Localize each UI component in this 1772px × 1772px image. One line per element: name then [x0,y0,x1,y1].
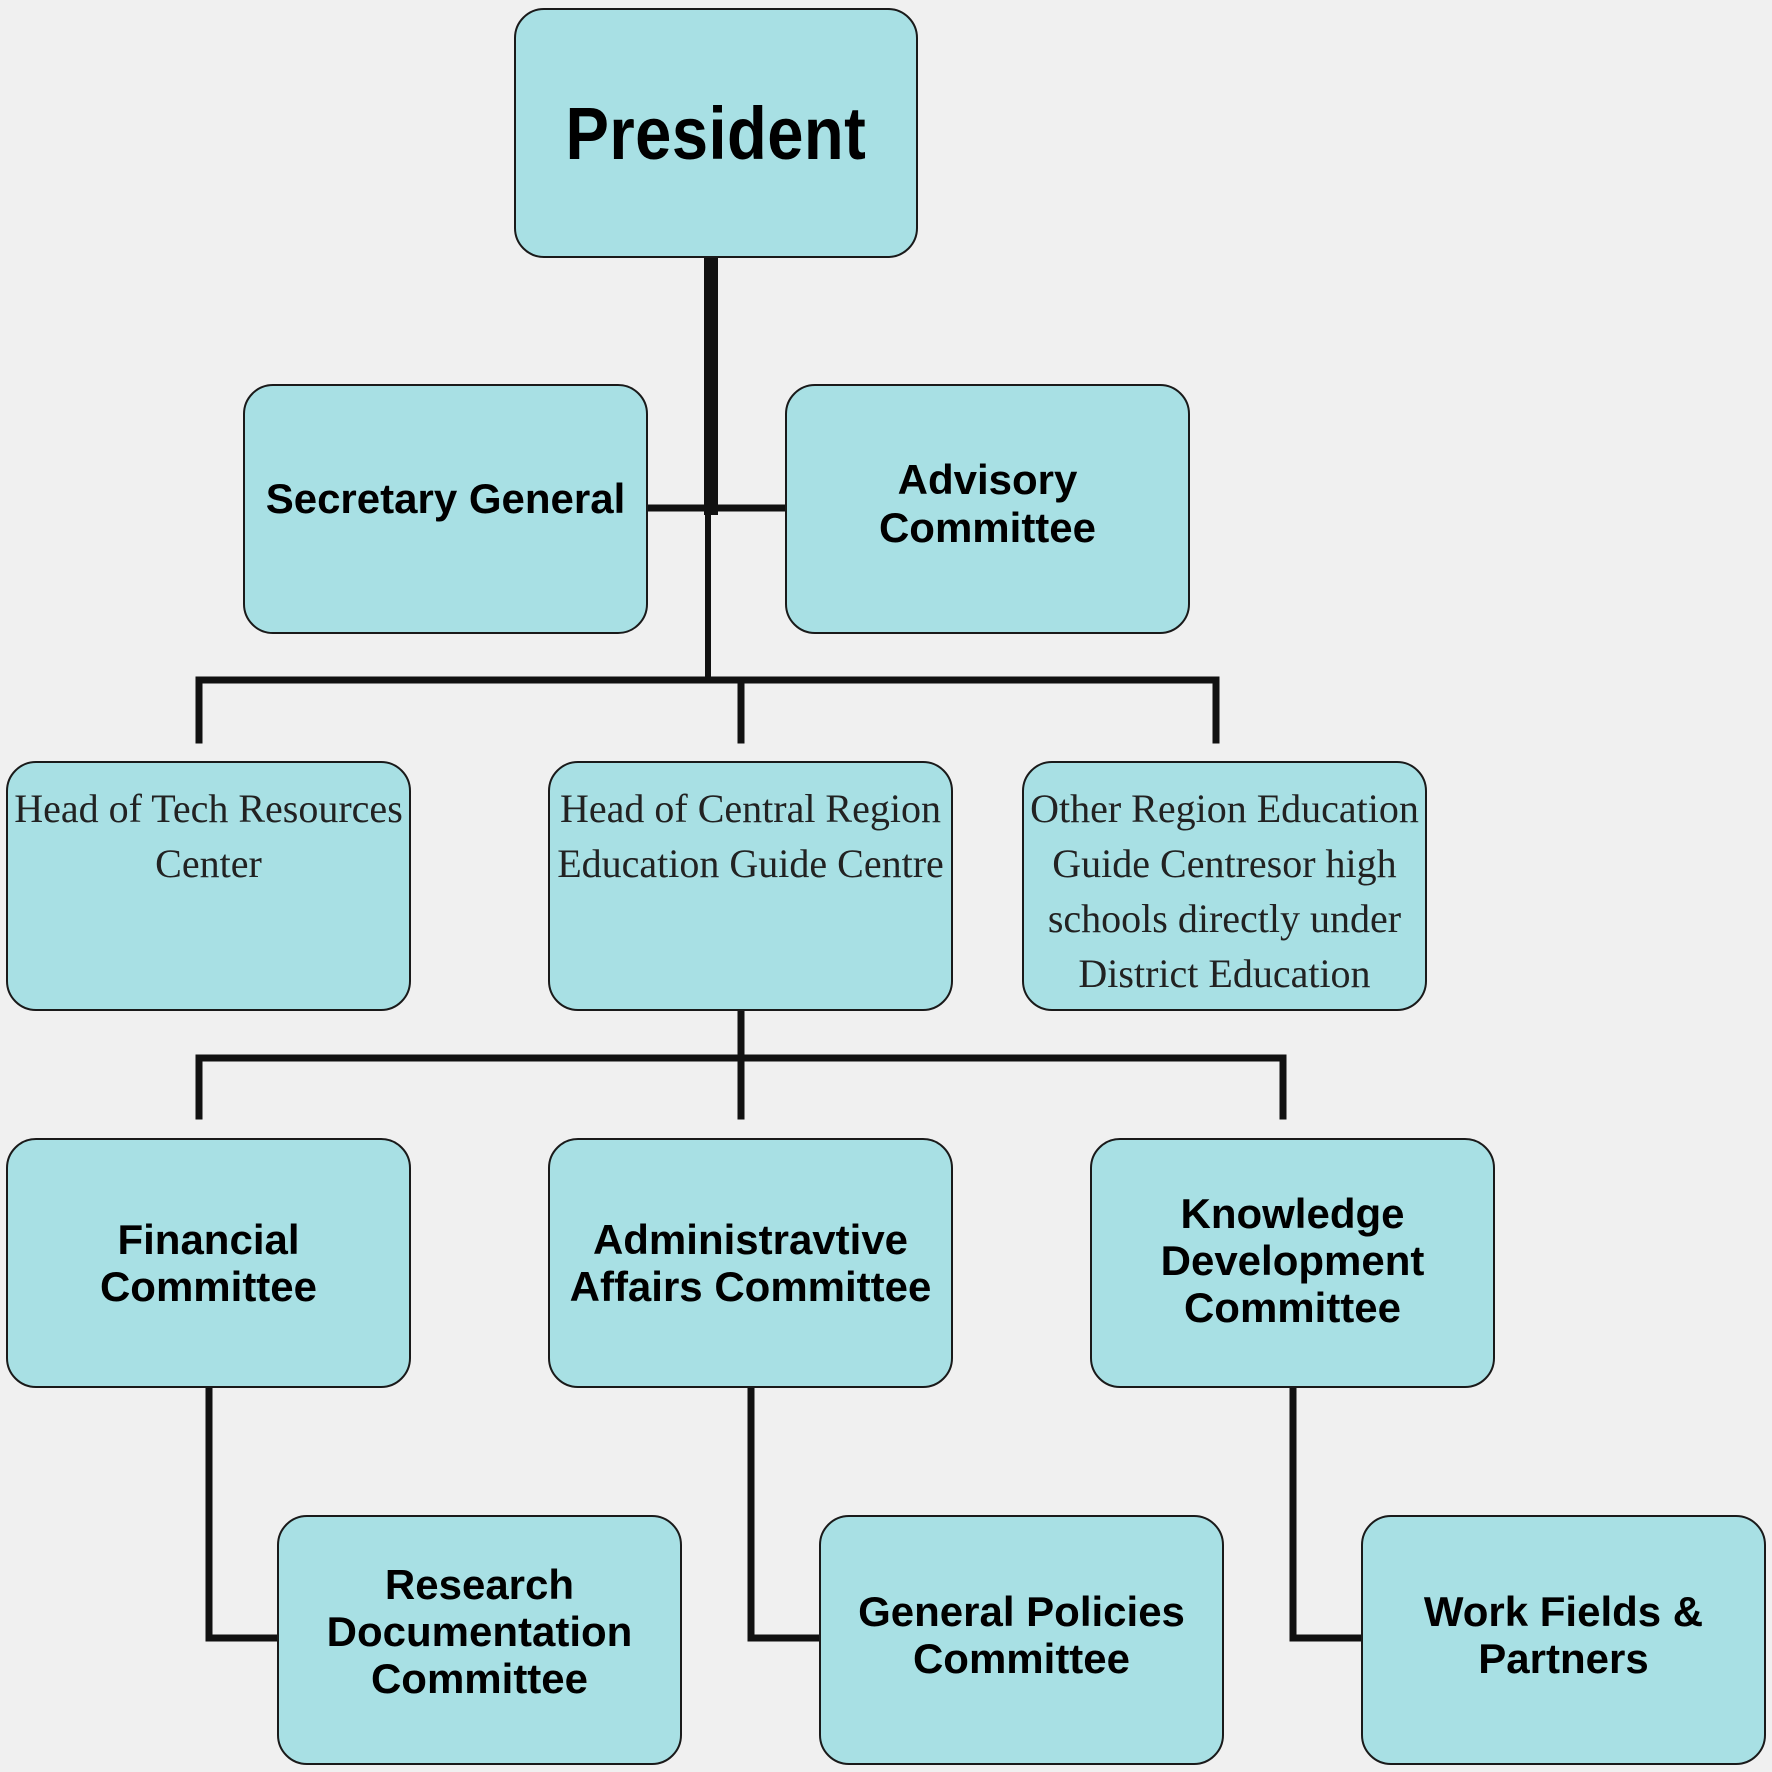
node-other-region-centre: Other Region Education Guide Centresor h… [1022,761,1427,1011]
node-research-documentation-committee: Research Documentation Committee [277,1515,682,1765]
node-tech-resources-center-label: Head of Tech Resources Center [14,786,403,886]
node-knowledge-development-committee: Knowledge Development Committee [1090,1138,1495,1388]
node-central-region-centre-label: Head of Central Region Education Guide C… [557,786,944,886]
node-advisory-committee-label: Advisory Committee [878,456,1097,551]
node-research-documentation-committee-label: Research Documentation Committee [326,1560,633,1702]
node-tech-resources-center: Head of Tech Resources Center [6,761,411,1011]
node-central-region-centre: Head of Central Region Education Guide C… [548,761,953,1011]
connector-financial-research [205,1385,281,1642]
node-advisory-committee: Advisory Committee [785,384,1190,634]
node-financial-committee: Financial Committee [6,1138,411,1388]
connector-admin-policies [747,1385,823,1642]
node-president: President [514,8,918,258]
connector-knowledge-workfields [1289,1385,1365,1642]
node-administrative-affairs-committee-label: Administravtive Affairs Committee [569,1216,932,1310]
node-general-policies-committee: General Policies Committee [819,1515,1224,1765]
node-president-label: President [565,91,867,175]
node-financial-committee-label: Financial Committee [99,1216,318,1310]
node-administrative-affairs-committee: Administravtive Affairs Committee [548,1138,953,1388]
node-work-fields-partners: Work Fields & Partners [1361,1515,1766,1765]
node-knowledge-development-committee-label: Knowledge Development Committee [1160,1189,1425,1331]
node-work-fields-partners-label: Work Fields & Partners [1423,1588,1704,1682]
node-other-region-centre-label: Other Region Education Guide Centresor h… [1030,786,1419,996]
node-general-policies-committee-label: General Policies Committee [858,1588,1185,1682]
node-secretary-general-label: Secretary General [265,475,626,522]
node-secretary-general: Secretary General [243,384,648,634]
